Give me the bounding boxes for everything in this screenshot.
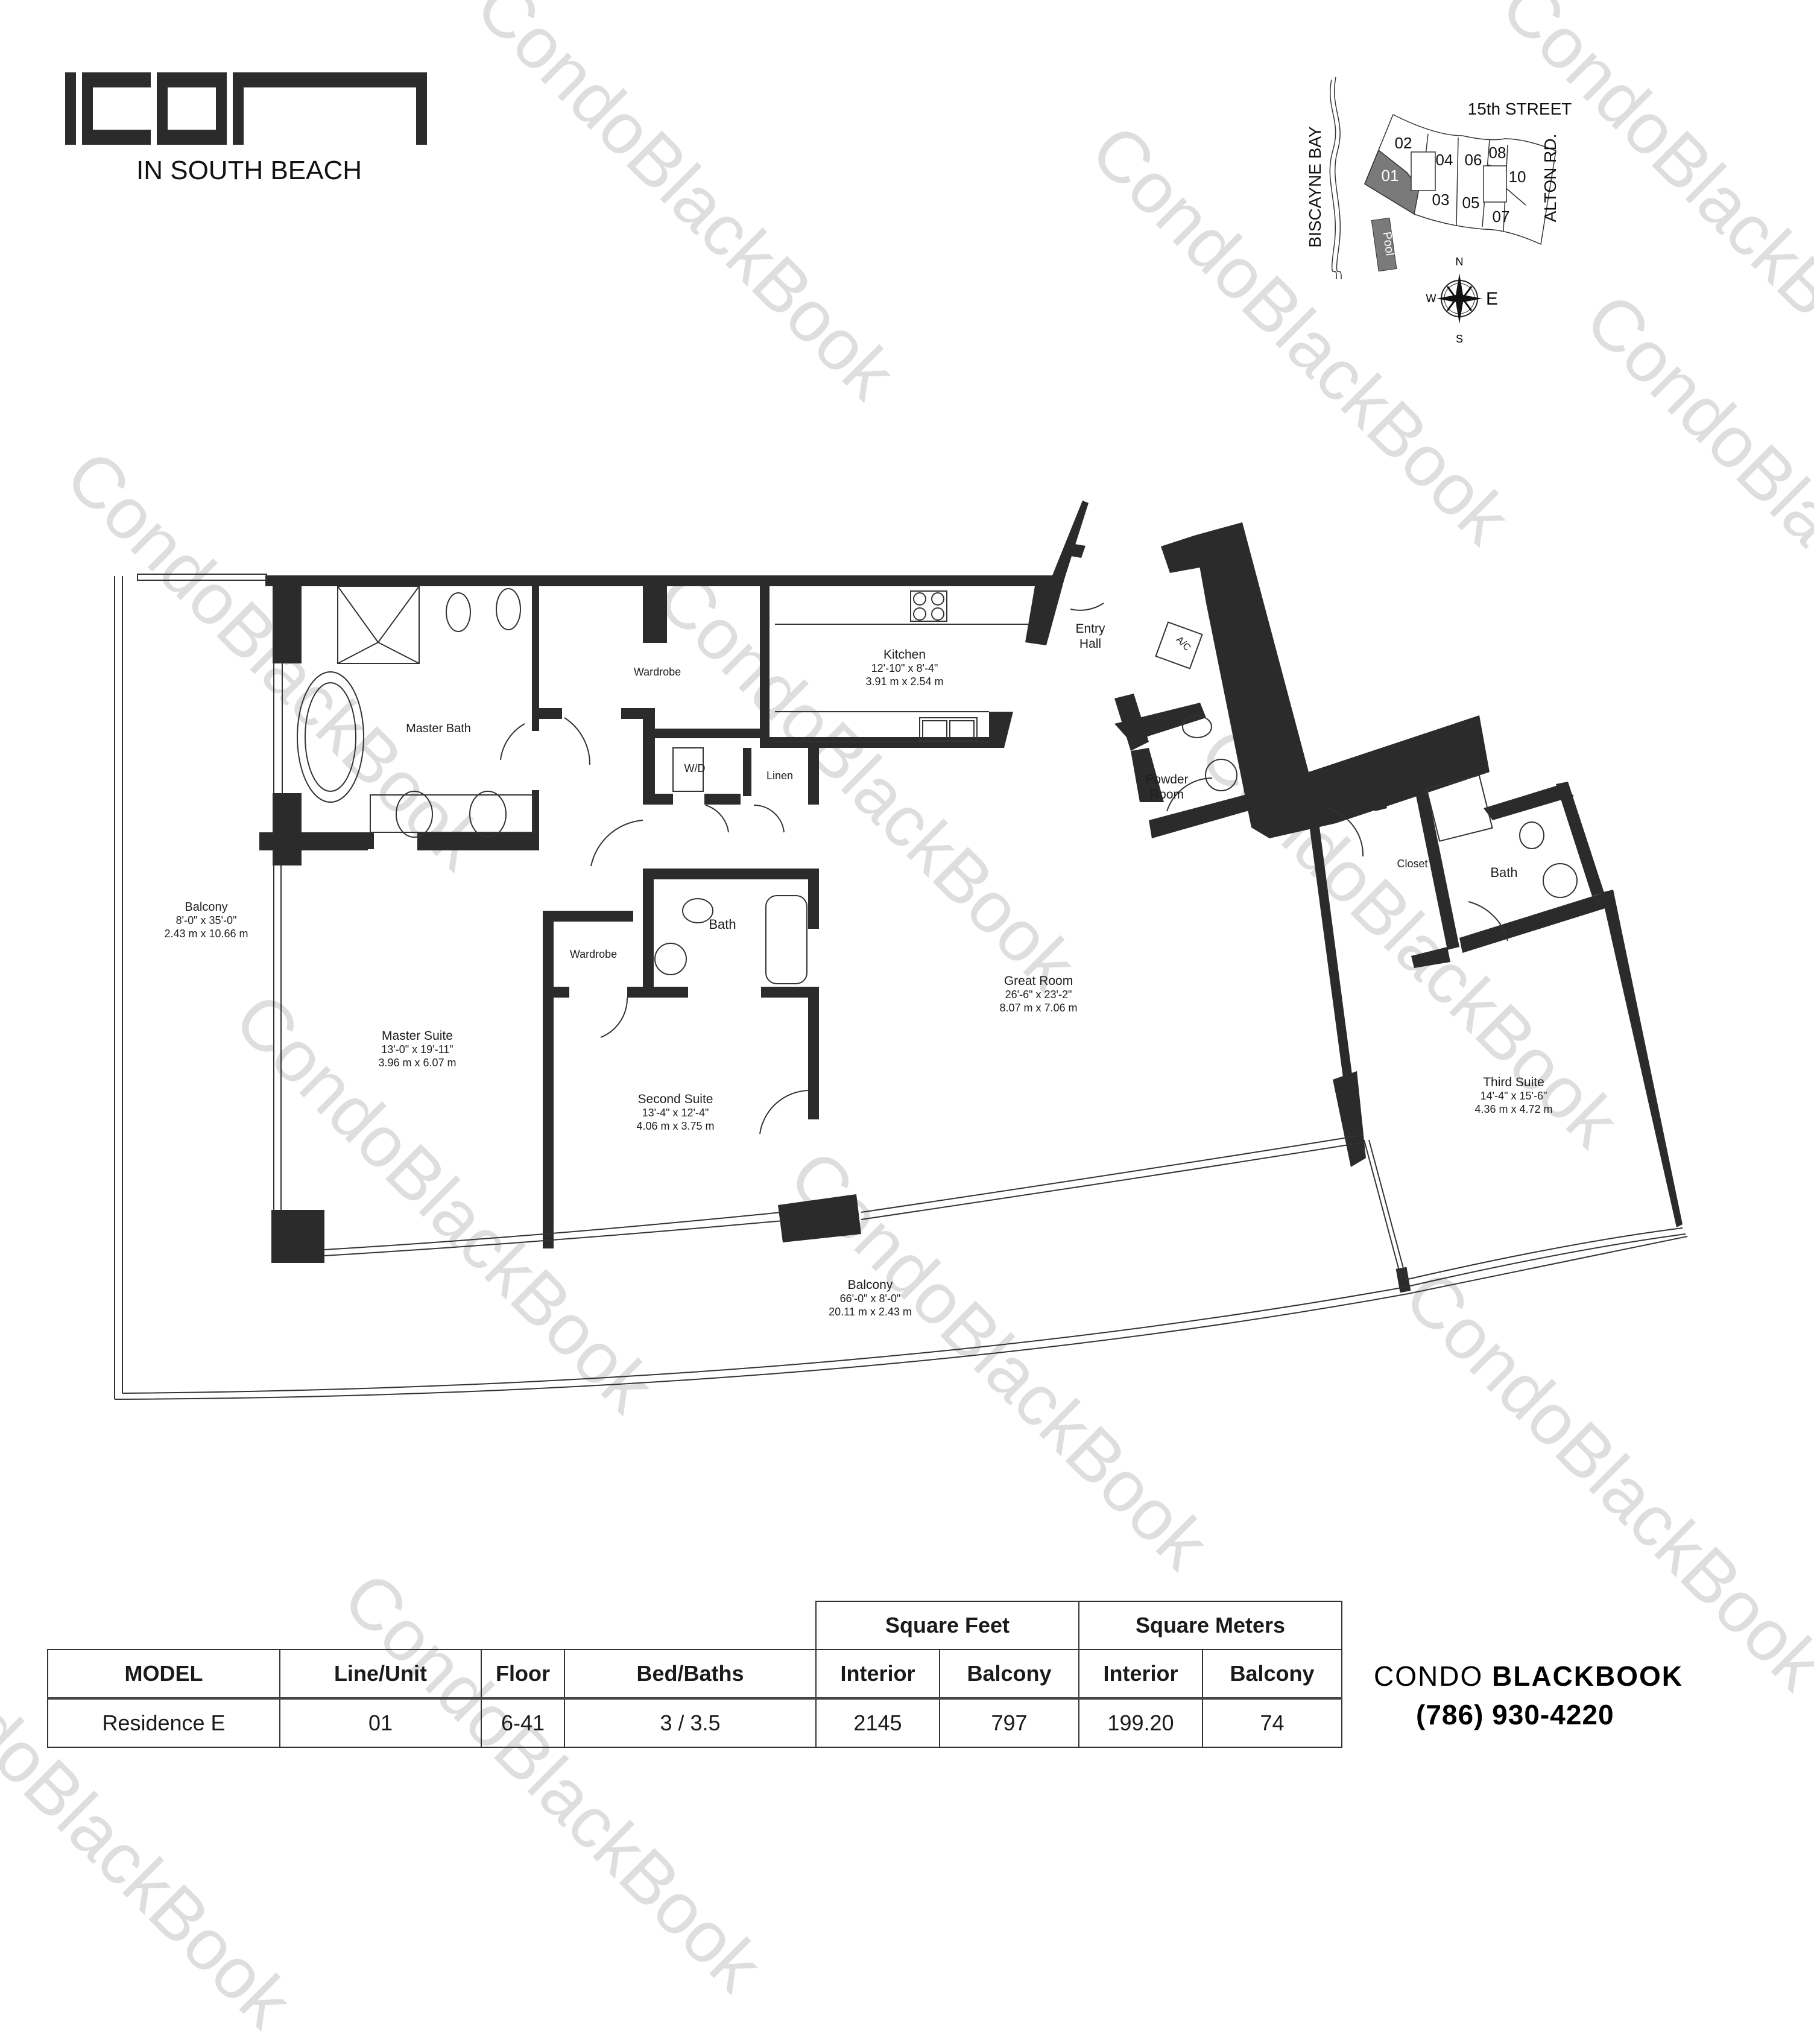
building-outline xyxy=(1364,113,1556,245)
compass-rose-icon xyxy=(1436,273,1482,324)
header-sqft-interior: Interior xyxy=(815,1649,940,1700)
cell-sqm-interior: 199.20 xyxy=(1078,1698,1203,1748)
unit-01-highlight xyxy=(1364,149,1420,215)
cell-floor: 6-41 xyxy=(481,1698,565,1748)
room-third-suite: Third Suite 14'-4" x 15'-6" 4.36 m x 4.7… xyxy=(1474,1075,1553,1115)
room-great-room: Great Room 26'-6" x 23'-2" 8.07 m x 7.06… xyxy=(999,974,1078,1014)
street-15th: 15th STREET xyxy=(1468,100,1572,118)
room-powder: Powder Room xyxy=(1145,773,1189,802)
unit-10-label: 10 xyxy=(1509,168,1526,186)
room-linen: Linen xyxy=(766,770,794,782)
unit-04-label: 04 xyxy=(1436,151,1453,169)
cell-sqft-interior: 2145 xyxy=(815,1698,940,1748)
room-master-suite: Master Suite 13'-0" x 19'-11" 3.96 m x 6… xyxy=(378,1029,457,1069)
bay-shoreline xyxy=(1329,77,1342,280)
unit-03-label: 03 xyxy=(1432,191,1450,209)
room-closet: Closet xyxy=(1397,858,1428,870)
header-square-feet: Square Feet xyxy=(815,1601,1079,1650)
cell-line-unit: 01 xyxy=(279,1698,482,1748)
cell-model: Residence E xyxy=(47,1698,280,1748)
header-sqm-balcony: Balcony xyxy=(1201,1649,1343,1700)
unit-08-label: 08 xyxy=(1489,144,1506,162)
brand-name-bold: BLACKBOOK xyxy=(1492,1660,1683,1692)
unit-06-label: 06 xyxy=(1465,151,1482,169)
room-balcony-west: Balcony 8'-0" x 35'-0" 2.43 m x 10.66 m xyxy=(164,900,248,940)
floor-plan xyxy=(114,501,1688,1400)
biscayne-bay-label: BISCAYNE BAY xyxy=(1306,126,1324,248)
pool-shape xyxy=(1371,217,1397,272)
compass-e: E xyxy=(1486,289,1498,309)
header-sqm-interior: Interior xyxy=(1078,1649,1203,1700)
room-wardrobe-second: Wardrobe xyxy=(569,948,618,960)
wall-top xyxy=(265,575,1052,586)
brand-phone[interactable]: (786) 930-4220 xyxy=(1416,1699,1614,1730)
header-floor: Floor xyxy=(481,1649,565,1700)
header-square-meters: Square Meters xyxy=(1078,1601,1342,1650)
key-plan: Pool 02 01 04 03 06 05 08 10 07 15th STR… xyxy=(1297,60,1809,422)
compass-w: W xyxy=(1426,293,1436,305)
brand-name-light: CONDO xyxy=(1374,1660,1484,1692)
unit-01-label: 01 xyxy=(1382,166,1399,185)
room-master-bath: Master Bath xyxy=(406,722,471,735)
logo-subtitle: IN SOUTH BEACH xyxy=(136,156,362,185)
room-entry-hall: Entry Hall xyxy=(1075,622,1105,651)
room-wardrobe-master: Wardrobe xyxy=(633,666,681,678)
icon-logo xyxy=(65,72,427,145)
unit-05-label: 05 xyxy=(1462,194,1480,212)
table-row: Residence E 01 6-41 3 / 3.5 2145 797 199… xyxy=(47,1698,1343,1748)
cell-sqft-balcony: 797 xyxy=(938,1698,1080,1748)
room-second-suite: Second Suite 13'-4" x 12'-4" 4.06 m x 3.… xyxy=(636,1092,715,1132)
alton-rd-label: ALTON RD. xyxy=(1541,134,1560,223)
unit-07-label: 07 xyxy=(1493,207,1510,226)
header-sqft-balcony: Balcony xyxy=(938,1649,1080,1700)
cell-sqm-balcony: 74 xyxy=(1201,1698,1343,1748)
compass-s: S xyxy=(1456,333,1463,345)
header-line-unit: Line/Unit xyxy=(279,1649,482,1700)
cell-bed-baths: 3 / 3.5 xyxy=(564,1698,817,1748)
room-kitchen: Kitchen 12'-10" x 8'-4" 3.91 m x 2.54 m xyxy=(865,648,944,688)
header-model: MODEL xyxy=(47,1649,280,1700)
unit-spec-table: Square Feet Square Meters MODEL Line/Uni… xyxy=(47,1601,1343,1748)
header-bed-baths: Bed/Baths xyxy=(564,1649,817,1700)
brand-name: CONDO BLACKBOOK xyxy=(1374,1660,1683,1692)
compass-n: N xyxy=(1456,256,1464,268)
room-bath-third: Bath xyxy=(1490,865,1518,880)
room-balcony-south: Balcony 66'-0" x 8'-0" 20.11 m x 2.43 m xyxy=(829,1278,912,1318)
room-wd: W/D xyxy=(684,762,706,774)
room-bath-second: Bath xyxy=(709,917,736,932)
unit-02-label: 02 xyxy=(1395,134,1412,152)
